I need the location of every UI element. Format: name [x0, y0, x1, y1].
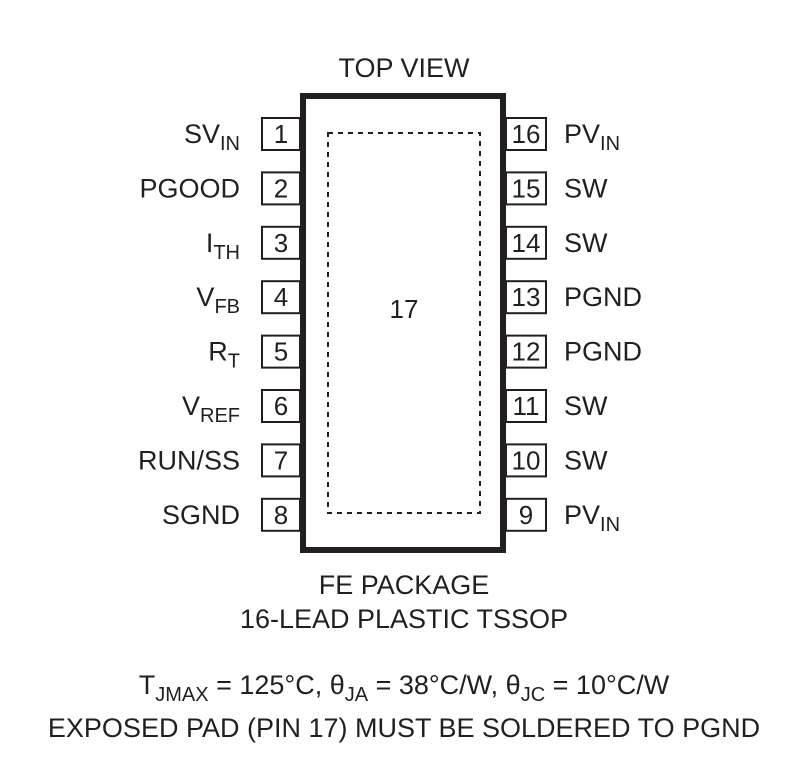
pin-11-number: 11	[513, 391, 540, 421]
pin-6-subscript: REF	[200, 405, 240, 427]
pin-3-number: 3	[274, 228, 288, 258]
thermal-segment: JA	[345, 684, 369, 706]
pin-6-box	[261, 389, 301, 423]
pin-7-box	[261, 443, 301, 478]
top-view-title: TOP VIEW	[338, 53, 470, 83]
pin-2-box	[261, 171, 301, 206]
pin-9-number: 9	[519, 500, 533, 530]
pin-9-name: PV	[564, 500, 600, 530]
pin-12-label: PGND	[564, 337, 642, 367]
pin-5-name: R	[208, 337, 228, 367]
pin-16-name: PV	[564, 119, 600, 149]
pin-14-box	[505, 225, 547, 260]
pin-4-box	[261, 280, 301, 315]
pin-10-number: 10	[512, 445, 541, 475]
pin-4-name: V	[196, 282, 214, 312]
pin-13-label: PGND	[564, 282, 642, 312]
pin-3-subscript: TH	[213, 242, 240, 264]
pin-7-name: RUN/SS	[138, 445, 240, 475]
pin-7-label: RUN/SS	[138, 445, 240, 475]
thermal-segment: = 10°C/W	[545, 670, 670, 700]
pin-13-name: PGND	[564, 282, 642, 312]
pin-13-box	[505, 280, 547, 315]
package-body	[300, 93, 506, 553]
pin-9-subscript: IN	[600, 514, 620, 536]
pin-2-label: PGOOD	[139, 173, 240, 203]
exposed-pad-note: EXPOSED PAD (PIN 17) MUST BE SOLDERED TO…	[48, 713, 760, 743]
pin-15-label: SW	[564, 173, 608, 203]
package-name: FE PACKAGE	[319, 570, 490, 600]
pin-11-box	[505, 389, 547, 423]
pin-6-name: V	[182, 391, 200, 421]
pin-6-label: VREF	[182, 391, 240, 427]
pin-14-number: 14	[512, 228, 541, 258]
pin-2-number: 2	[274, 173, 288, 203]
pin-8-box	[261, 497, 301, 532]
pin-16-subscript: IN	[600, 133, 620, 155]
pin-14-name: SW	[564, 228, 608, 258]
pin-1-subscript: IN	[220, 133, 240, 155]
pin-12-number: 12	[512, 337, 541, 367]
thermal-segment: = 38°C/W, θ	[368, 670, 521, 700]
pin-4-subscript: FB	[214, 296, 240, 318]
pin-11-name: SW	[564, 391, 608, 421]
pin-9-box	[505, 497, 547, 532]
pin-3-name: I	[206, 228, 214, 258]
thermal-segment: T	[139, 670, 156, 700]
pin-16-box	[505, 117, 547, 151]
pin-5-label: RT	[208, 337, 240, 373]
pin-10-box	[505, 443, 547, 478]
pin-15-name: SW	[564, 173, 608, 203]
pin-5-number: 5	[274, 337, 288, 367]
pin-10-name: SW	[564, 445, 608, 475]
pin-14-label: SW	[564, 228, 608, 258]
pin-2-name: PGOOD	[139, 173, 240, 203]
package-description: 16-LEAD PLASTIC TSSOP	[240, 604, 568, 634]
pin-3-box	[261, 225, 301, 260]
pin-11-label: SW	[564, 391, 608, 421]
pin-15-number: 15	[512, 173, 541, 203]
pin-7-number: 7	[274, 445, 288, 475]
thermal-segment: = 125°C, θ	[209, 670, 345, 700]
pin-5-box	[261, 334, 301, 369]
pin-4-number: 4	[274, 282, 288, 312]
thermal-segment: JC	[521, 684, 545, 706]
exposed-pad	[327, 132, 481, 514]
pin-1-label: SVIN	[184, 119, 240, 155]
pin-8-name: SGND	[162, 500, 240, 530]
pin-4-label: VFB	[196, 282, 240, 318]
thermal-specs: TJMAX = 125°C, θJA = 38°C/W, θJC = 10°C/…	[139, 670, 670, 706]
pin-9-label: PVIN	[564, 500, 620, 536]
pin-1-name: SV	[184, 119, 220, 149]
pin-13-number: 13	[512, 282, 541, 312]
pin-8-number: 8	[274, 500, 288, 530]
pin-5-subscript: T	[228, 351, 240, 373]
pin-16-number: 16	[512, 119, 541, 149]
pin-12-name: PGND	[564, 337, 642, 367]
pin-6-number: 6	[274, 391, 288, 421]
pin-12-box	[505, 334, 547, 369]
pin-1-number: 1	[274, 119, 288, 149]
thermal-segment: JMAX	[155, 684, 208, 706]
pin-3-label: ITH	[206, 228, 240, 264]
pin-15-box	[505, 171, 547, 206]
pin-8-label: SGND	[162, 500, 240, 530]
pin-10-label: SW	[564, 445, 608, 475]
pin-1-box	[261, 117, 301, 151]
pin-16-label: PVIN	[564, 119, 620, 155]
exposed-pad-number: 17	[390, 294, 419, 324]
